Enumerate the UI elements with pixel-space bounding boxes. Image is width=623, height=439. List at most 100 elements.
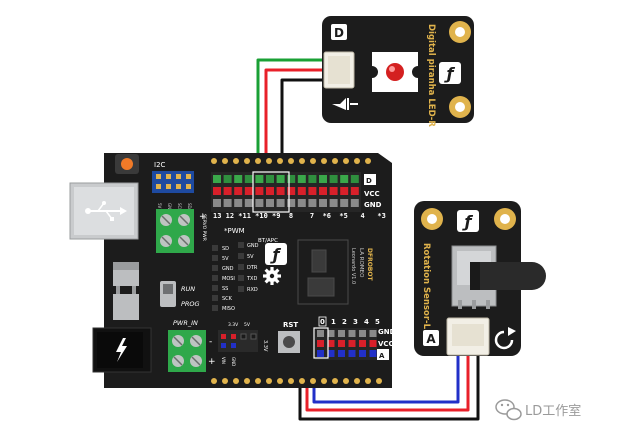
digital-header-pin xyxy=(223,187,232,195)
usb-icon xyxy=(85,201,127,221)
perimeter-dot xyxy=(233,378,239,384)
digital-header-pin xyxy=(329,187,338,195)
servo-plus: + xyxy=(199,212,207,222)
digital-header-pin xyxy=(297,187,306,195)
analog-header-labels: GND VCC A xyxy=(377,328,396,360)
led-module-title: Digital piranha LED-R xyxy=(426,24,436,127)
perimeter-dot xyxy=(255,378,261,384)
perimeter-dot xyxy=(211,378,217,384)
rot-brand-icon xyxy=(457,210,479,232)
led-brand-glyph: ƒ xyxy=(444,64,456,83)
digital-header-pin xyxy=(266,187,274,195)
perimeter-dot xyxy=(310,158,316,164)
spi-pin xyxy=(212,305,218,311)
analog-header-pin xyxy=(327,340,335,347)
spi-label-sck: SCK xyxy=(222,296,233,302)
analog-header-pin xyxy=(369,350,377,357)
digital-header-pin xyxy=(350,199,359,207)
controller-board: I2C 5V GND SCL SDA D VCC GND 13 12 *11 *… xyxy=(69,153,433,388)
analog-header-pin xyxy=(348,340,356,347)
digital-header-pin xyxy=(223,175,232,183)
rot-connector xyxy=(446,317,490,356)
spi-pin xyxy=(212,255,218,261)
digital-header-pin xyxy=(319,187,327,195)
digital-header-pin xyxy=(276,199,285,207)
rst-button[interactable] xyxy=(278,331,300,353)
perimeter-dot xyxy=(365,378,371,384)
perimeter-dot xyxy=(310,378,316,384)
prog-label: PROG xyxy=(181,300,200,308)
spi-left-labels: SD 5V GND MOSI SS SCK MISO xyxy=(222,246,235,312)
rst-label: RST xyxy=(283,321,298,329)
analog-header-pin xyxy=(359,340,366,347)
spi-pin xyxy=(212,265,218,271)
v33-side-label: 3.3V xyxy=(262,340,268,352)
potentiometer[interactable] xyxy=(451,245,546,309)
analog-pin-3: 3 xyxy=(353,318,358,326)
digital-header-pin xyxy=(266,199,274,207)
digital-header-pin xyxy=(213,187,221,195)
spi-label-r-rxd: RXD xyxy=(247,287,258,293)
digital-header-pin xyxy=(340,175,349,183)
analog-header-pin xyxy=(317,340,324,347)
spi-label-ss: SS xyxy=(222,286,228,292)
led-brand-icon xyxy=(439,62,461,84)
analog-header-gnd: GND xyxy=(378,328,396,336)
digital-header-pin xyxy=(319,175,327,183)
reset-button[interactable] xyxy=(115,154,139,174)
spi-pin xyxy=(212,285,218,291)
spi-label-r-dtr: DTR xyxy=(247,265,258,271)
digital-header-pin xyxy=(319,199,327,207)
v33-top-label: 3.3V xyxy=(228,322,239,328)
perimeter-dot xyxy=(376,378,382,384)
digital-header-pin xyxy=(340,187,349,195)
pwr-in-plus: + xyxy=(208,357,216,367)
digital-header-pin xyxy=(308,187,317,195)
perimeter-dot xyxy=(299,158,305,164)
spi-label-gnd: GND xyxy=(222,266,234,272)
digital-header-pin xyxy=(244,199,253,207)
spi-right-header xyxy=(238,242,244,292)
board-brand-glyph: ƒ xyxy=(270,245,282,264)
analog-header-pin xyxy=(348,350,356,357)
spi-label-mosi: MOSI xyxy=(222,276,235,282)
digital-header-pin xyxy=(213,199,221,207)
run-prog-switch[interactable] xyxy=(160,281,176,307)
analog-header-pin xyxy=(369,330,377,337)
board-side-text-1: LA ROMEO xyxy=(358,248,364,278)
analog-header-vcc: VCC xyxy=(378,340,394,348)
analog-pin-4: 4 xyxy=(364,318,369,326)
pwm-label: *PWM xyxy=(224,227,245,235)
v5-top-label: 5V xyxy=(244,322,251,328)
watermark-text: LD工作室 xyxy=(525,403,581,419)
board-brand-icon xyxy=(265,243,287,265)
perimeter-dot xyxy=(222,158,228,164)
perimeter-dot xyxy=(277,158,283,164)
digital-header-pin xyxy=(223,199,232,207)
spi-label-miso: MISO xyxy=(222,306,235,312)
digital-header-pin xyxy=(276,187,285,195)
pwr-in-label: PWR_IN xyxy=(173,319,198,327)
spi-pin xyxy=(238,264,244,270)
digital-header-pin xyxy=(308,199,317,207)
analog-header-pin xyxy=(327,330,335,337)
perimeter-dot xyxy=(266,158,272,164)
perimeter-dot xyxy=(354,158,360,164)
digital-header-pin xyxy=(287,199,296,207)
analog-header-pin xyxy=(338,350,345,357)
spi-left-header xyxy=(212,245,218,311)
analog-header-a: A xyxy=(379,352,385,360)
analog-header-pin xyxy=(338,330,345,337)
spi-right-labels: GND 5V DTR TXD RXD xyxy=(246,243,259,293)
perimeter-dot xyxy=(288,158,294,164)
digital-header-pin xyxy=(350,187,359,195)
analog-pin-labels: 0 1 2 3 4 5 xyxy=(318,316,380,327)
mounting-hole xyxy=(449,21,471,43)
perimeter-dots xyxy=(211,158,382,384)
perimeter-dot xyxy=(277,378,283,384)
led-vcc-wire xyxy=(264,68,324,192)
digital-header-pin xyxy=(255,175,264,183)
analog-header-pin xyxy=(317,330,324,337)
i2c-pin-scl: SCL xyxy=(177,203,182,211)
perimeter-dot xyxy=(244,378,250,384)
